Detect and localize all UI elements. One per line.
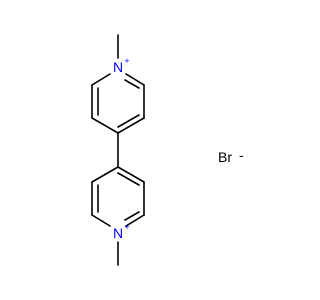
bond-c3-c4 (91, 117, 119, 134)
bond-c4p-c3p (91, 166, 119, 183)
bond-c5-c4 (117, 117, 145, 134)
bond-c2p-n1p (91, 214, 111, 227)
bond-n1-c6 (125, 73, 145, 86)
structure-diagram: N + N + Br - (91, 34, 244, 266)
bond-n1-c6-double (124, 79, 140, 89)
bond-c4p-c5p (117, 166, 145, 183)
bromide-counterion: Br - (218, 147, 244, 165)
bond-c4p-c5p-double (117, 172, 140, 186)
upper-pyridinium-ring (91, 34, 145, 134)
lower-nitrogen-atom: N + (111, 222, 130, 241)
lower-nitrogen-symbol: N (113, 225, 123, 241)
lower-nitrogen-charge: + (124, 222, 129, 232)
upper-nitrogen-charge: + (124, 56, 129, 66)
bond-n1-c2 (91, 73, 111, 86)
upper-nitrogen-atom: N + (111, 56, 130, 75)
lower-pyridinium-ring (91, 166, 145, 266)
bond-c5-c4-double (117, 114, 140, 128)
counterion-symbol: Br (218, 149, 232, 165)
bond-c6p-n1p (125, 214, 145, 227)
counterion-charge: - (239, 147, 244, 163)
upper-nitrogen-symbol: N (113, 59, 123, 75)
bond-c6p-n1p-double (124, 211, 140, 221)
